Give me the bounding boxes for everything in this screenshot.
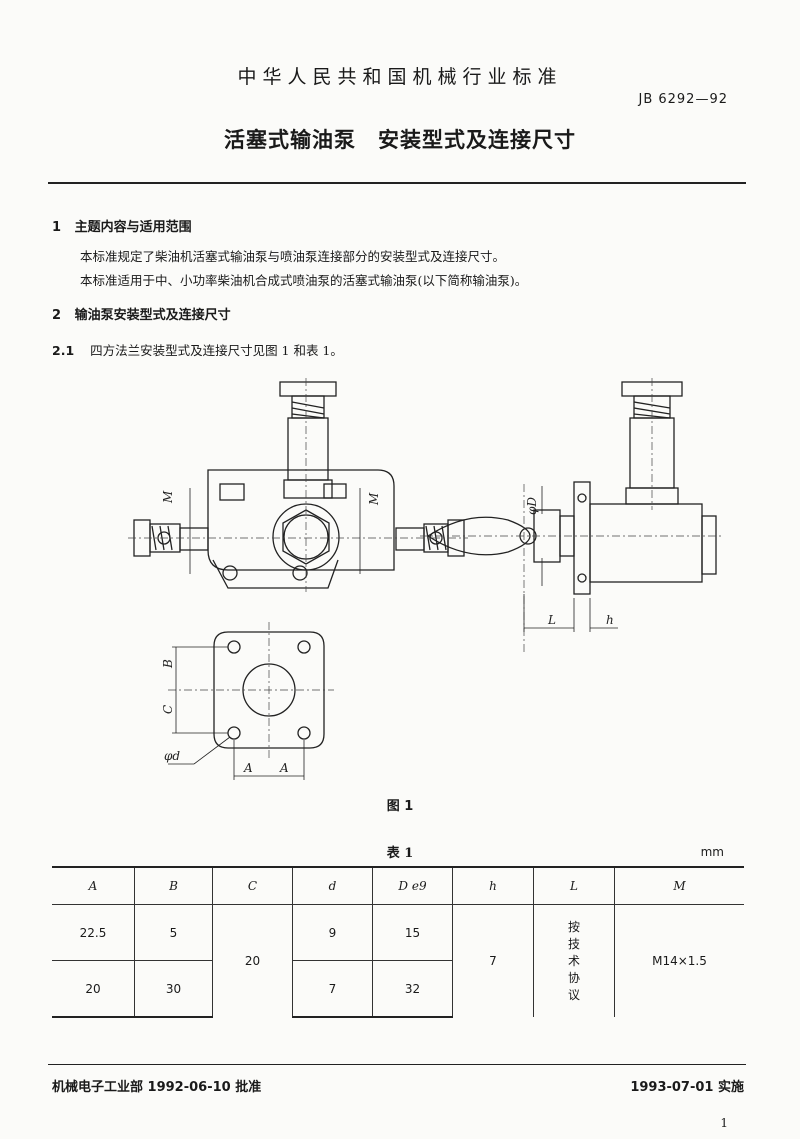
label-phi-d: φd — [164, 749, 180, 763]
cell-h-merged: 7 — [452, 904, 534, 1017]
cell-D: 32 — [372, 960, 453, 1018]
col-D-e9: D e9 — [372, 866, 453, 905]
col-h: h — [452, 866, 534, 905]
cell-A: 20 — [52, 960, 135, 1018]
document-title: 活塞式输油泵 安装型式及连接尺寸 — [224, 128, 576, 152]
cell-B: 30 — [134, 960, 213, 1018]
dimension-table: A B C d D e9 h L M 22.5 5 20 9 15 7 按 技 … — [52, 866, 744, 1018]
label-M-right: M — [367, 492, 381, 506]
effective-date: 1993-07-01 实施 — [630, 1080, 744, 1095]
section-1-title: 主题内容与适用范围 — [74, 220, 192, 235]
figure-caption: 图 1 — [386, 799, 414, 814]
cell-d: 7 — [292, 960, 373, 1018]
label-A-2: A — [279, 761, 289, 775]
table-unit: mm — [700, 845, 724, 859]
col-L: L — [533, 866, 615, 905]
col-A: A — [52, 866, 135, 905]
issuing-authority: 中华人民共和国机械行业标准 — [237, 66, 563, 88]
title-rule — [48, 182, 746, 184]
label-L: L — [547, 613, 556, 627]
label-B: B — [161, 659, 175, 669]
cell-L-text: 按 技 术 协 议 — [567, 919, 581, 1004]
label-A-1: A — [243, 761, 253, 775]
cell-L-char: 协 — [567, 970, 580, 985]
footer-rule — [48, 1064, 746, 1065]
label-phi-D: φD — [525, 497, 539, 515]
section-2-heading: 2 输油泵安装型式及连接尺寸 — [52, 304, 231, 323]
col-d: d — [292, 866, 373, 905]
table-row: 22.5 5 20 9 15 7 按 技 术 协 议 M14×1.5 — [52, 904, 744, 1017]
table-header-row: A B C d D e9 h L M — [52, 866, 744, 905]
cell-d: 9 — [292, 904, 373, 961]
standard-number: JB 6292—92 — [638, 92, 728, 107]
cell-M-merged: M14×1.5 — [614, 904, 744, 1017]
approval-line: 机械电子工业部 1992-06-10 批准 — [52, 1080, 262, 1095]
table-caption: 表 1 — [386, 846, 414, 861]
label-h: h — [606, 613, 614, 627]
section-1-para-2: 本标准适用于中、小功率柴油机合成式喷油泵的活塞式输油泵(以下简称输油泵)。 — [80, 273, 528, 288]
table-row: 20 30 7 32 — [52, 960, 744, 1018]
section-2-1-number: 2.1 — [52, 343, 75, 358]
cell-L-char: 技 — [567, 936, 580, 951]
cell-L-char: 议 — [567, 987, 580, 1002]
label-C: C — [161, 705, 175, 714]
cell-L-char: 术 — [567, 953, 580, 968]
cell-D: 15 — [372, 904, 453, 961]
cell-A: 22.5 — [52, 904, 135, 961]
section-1-number: 1 — [52, 220, 62, 235]
cell-L-merged: 按 技 术 协 议 — [533, 904, 615, 1017]
section-1-heading: 1 主题内容与适用范围 — [52, 216, 192, 235]
section-2-title: 输油泵安装型式及连接尺寸 — [74, 308, 231, 323]
col-M: M — [614, 866, 744, 905]
section-1-para-1: 本标准规定了柴油机活塞式输油泵与喷油泵连接部分的安装型式及连接尺寸。 — [80, 249, 506, 264]
col-C: C — [212, 866, 293, 905]
label-M-left: M — [161, 490, 175, 504]
cell-L-char: 按 — [567, 919, 580, 934]
section-2-number: 2 — [52, 308, 62, 323]
section-2-1-text: 四方法兰安装型式及连接尺寸见图 1 和表 1。 — [90, 343, 343, 358]
page-number: 1 — [720, 1116, 728, 1130]
cell-B: 5 — [134, 904, 213, 961]
col-B: B — [134, 866, 213, 905]
cell-C-merged: 20 — [212, 904, 293, 1017]
section-2-1: 2.1 四方法兰安装型式及连接尺寸见图 1 和表 1。 — [52, 340, 343, 359]
figure-1-drawing: M M φD L h — [128, 378, 724, 780]
